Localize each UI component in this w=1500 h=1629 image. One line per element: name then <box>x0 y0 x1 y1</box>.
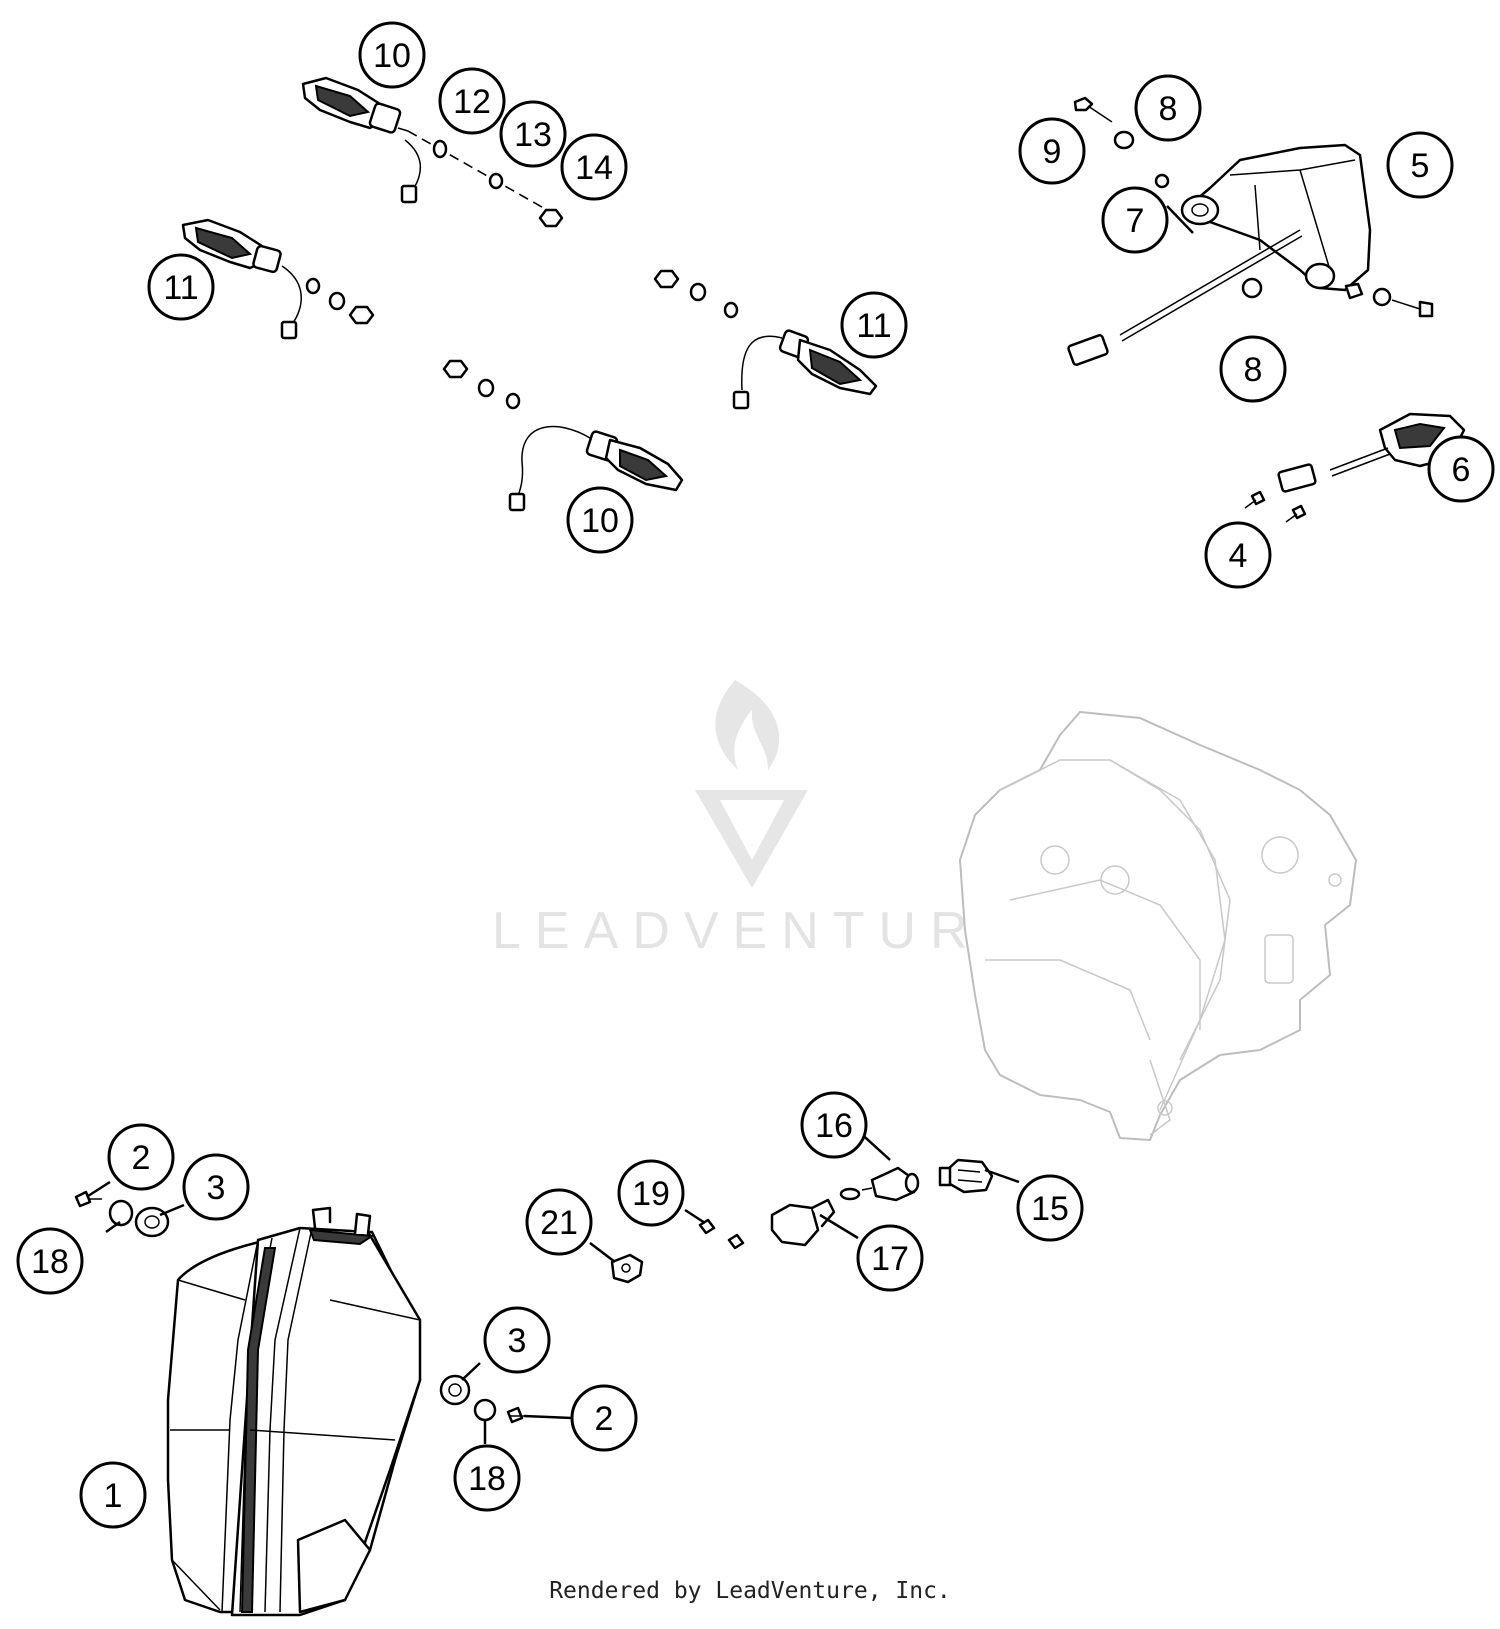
svg-text:11: 11 <box>856 307 891 345</box>
callout-7: 7 <box>1101 186 1169 254</box>
bulbs-and-sockets <box>610 1158 994 1284</box>
svg-text:16: 16 <box>815 1107 853 1145</box>
callout-2-lower: 2 <box>570 1384 638 1452</box>
headlight-mask-1 <box>166 1206 422 1617</box>
callout-4: 4 <box>1204 521 1272 589</box>
callout-15: 15 <box>1016 1174 1084 1242</box>
svg-text:3: 3 <box>508 1322 527 1360</box>
callout-18-upper: 18 <box>16 1227 84 1295</box>
callout-8-lower: 8 <box>1219 335 1287 403</box>
svg-text:10: 10 <box>581 502 619 540</box>
callout-10-lower: 10 <box>566 486 634 554</box>
callout-1: 1 <box>79 1461 147 1529</box>
svg-text:8: 8 <box>1159 90 1178 128</box>
turn-signal-10-upper <box>301 76 564 228</box>
svg-text:18: 18 <box>468 1460 506 1498</box>
svg-text:6: 6 <box>1452 451 1471 489</box>
headlight-housing-ghost <box>959 711 1357 1141</box>
callout-17: 17 <box>856 1224 924 1292</box>
fasteners-lower-right <box>439 1374 524 1424</box>
svg-text:2: 2 <box>132 1139 151 1177</box>
v-logo-icon <box>695 790 808 888</box>
svg-text:3: 3 <box>207 1169 226 1207</box>
turn-signal-10-lower <box>442 359 684 512</box>
callout-3-lower: 3 <box>483 1306 551 1374</box>
svg-text:18: 18 <box>31 1243 69 1281</box>
render-credit: Rendered by LeadVenture, Inc. <box>549 1578 951 1604</box>
callout-6: 6 <box>1427 435 1495 503</box>
fasteners-upper-left <box>74 1190 170 1238</box>
turn-signal-11-left <box>181 218 375 340</box>
callout-13: 13 <box>499 100 567 168</box>
turn-signal-11-right <box>653 269 878 410</box>
callout-11-right: 11 <box>840 291 908 359</box>
svg-text:12: 12 <box>453 83 491 121</box>
svg-text:19: 19 <box>632 1175 670 1213</box>
callout-3-upper: 3 <box>182 1153 250 1221</box>
flame-logo-icon <box>715 680 780 770</box>
svg-text:9: 9 <box>1043 133 1062 171</box>
callout-2-upper: 2 <box>107 1123 175 1191</box>
svg-text:1: 1 <box>104 1477 123 1515</box>
callout-5: 5 <box>1386 131 1454 199</box>
svg-text:7: 7 <box>1126 202 1145 240</box>
svg-text:17: 17 <box>871 1240 909 1278</box>
svg-text:15: 15 <box>1031 1190 1069 1228</box>
svg-text:10: 10 <box>373 37 411 75</box>
callout-11-left: 11 <box>147 253 215 321</box>
svg-text:11: 11 <box>163 269 198 307</box>
tail-light-5 <box>1067 96 1434 366</box>
svg-text:5: 5 <box>1411 147 1430 185</box>
callout-8-upper: 8 <box>1134 74 1202 142</box>
callout-16: 16 <box>800 1091 868 1159</box>
callout-21: 21 <box>525 1188 593 1256</box>
watermark-text: LEADVENTURE <box>492 902 1030 960</box>
svg-text:2: 2 <box>595 1400 614 1438</box>
callout-12: 12 <box>438 67 506 135</box>
callout-18-lower: 18 <box>453 1444 521 1512</box>
svg-text:21: 21 <box>540 1204 578 1242</box>
leadventure-watermark: LEADVENTURE <box>492 680 1030 960</box>
svg-text:4: 4 <box>1229 537 1248 575</box>
svg-text:14: 14 <box>575 149 613 187</box>
svg-text:8: 8 <box>1244 351 1263 389</box>
callout-19: 19 <box>617 1159 685 1227</box>
callout-10-upper: 10 <box>358 21 426 89</box>
callout-9: 9 <box>1018 117 1086 185</box>
callout-14: 14 <box>560 133 628 201</box>
svg-text:13: 13 <box>514 116 552 154</box>
